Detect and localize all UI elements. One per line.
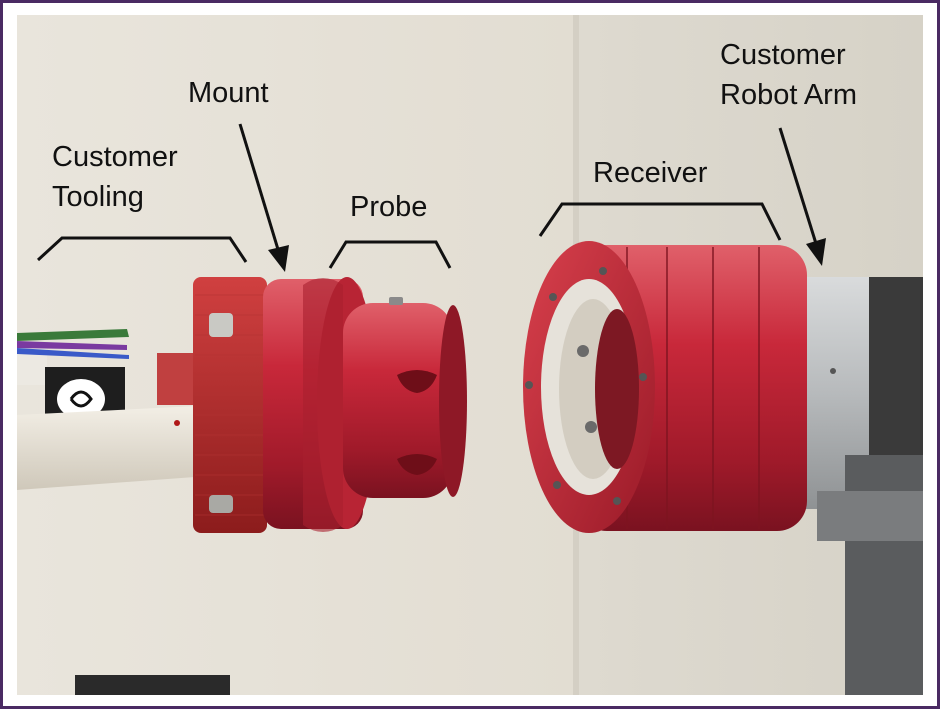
customer-robot-arm-label-line2: Robot Arm [720, 79, 857, 111]
mount-label: Mount [188, 77, 269, 109]
photo-illustration [17, 15, 923, 695]
product-photo [17, 15, 923, 695]
receiver-label: Receiver [593, 157, 708, 189]
customer-tooling-label-line1: Customer [52, 141, 178, 173]
customer-tooling-label-line2: Tooling [52, 181, 144, 213]
customer-robot-arm-label-line1: Customer [720, 39, 846, 71]
probe-label: Probe [350, 191, 428, 223]
